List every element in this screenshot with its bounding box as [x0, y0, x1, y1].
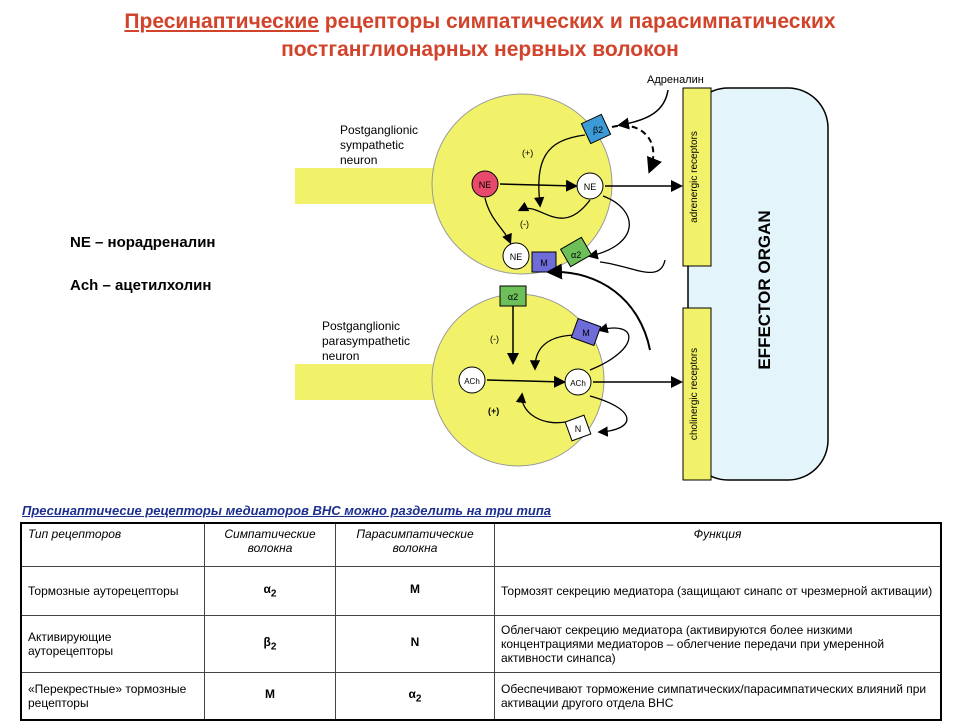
n-label: N	[575, 424, 582, 434]
para-axon	[295, 364, 455, 400]
header-type: Тип рецепторов	[20, 522, 205, 567]
row-para: M	[335, 566, 495, 616]
row-function: Тормозят секрецию медиатора (защищают си…	[494, 566, 942, 616]
n-receptor	[564, 414, 592, 442]
beta2-label: β2	[593, 125, 603, 135]
row-function: Облегчают секрецию медиатора (активируют…	[494, 615, 942, 673]
effector-label: EFFECTOR ORGAN	[755, 210, 774, 369]
row-para: α2	[335, 672, 495, 721]
adrenalin-label: Адреналин	[647, 74, 704, 86]
symp-plus: (+)	[522, 148, 533, 158]
row-symp: α2	[204, 566, 336, 616]
table-subtitle: Пресинаптичесие рецепторы медиаторов ВНС…	[22, 503, 552, 518]
row-function: Обеспечивают торможение симпатических/па…	[494, 672, 942, 721]
title-line1-rest: рецепторы симпатических и парасимпатичес…	[318, 10, 836, 33]
para-neuron-label: Postganglionic parasympathetic neuron	[322, 319, 413, 363]
m-symp-label: M	[540, 258, 548, 268]
ach-vesicle	[458, 366, 486, 394]
row-symp: M	[204, 672, 336, 721]
title-underlined: Пресинаптические	[124, 10, 319, 33]
ach-released-label: ACh	[570, 379, 586, 388]
header-para: Парасимпатические волокна	[335, 522, 495, 567]
beta2-receptor	[580, 113, 612, 145]
legend-ach: Ach – ацетилхолин	[70, 277, 212, 294]
adrenergic-receptor-bar	[682, 87, 712, 267]
adrenergic-label: adrenergic receptors	[689, 131, 700, 223]
symp-axon	[295, 168, 455, 204]
ne-vesicle-red	[471, 170, 499, 198]
ach-vesicle-label: ACh	[464, 377, 480, 386]
m-para-label: M	[582, 328, 590, 338]
para-plus: (+)	[488, 406, 499, 416]
row-type: Тормозные ауторецепторы	[20, 566, 205, 616]
symp-neuron-label: Postganglionic sympathetic neuron	[340, 123, 421, 167]
table-row: Активирующие ауторецепторы β2 N Облегчаю…	[20, 615, 942, 673]
ne-bottom	[502, 242, 530, 270]
ne-red-label: NE	[479, 180, 492, 190]
row-type: Активирующие ауторецепторы	[20, 615, 205, 673]
alpha2-receptor-symp	[559, 236, 593, 268]
effector-organ	[687, 87, 829, 481]
alpha2-symp-label: α2	[571, 250, 581, 260]
symp-minus: (-)	[520, 219, 529, 229]
m-receptor-para	[570, 317, 602, 347]
legend-ne: NE – норадреналин	[70, 234, 216, 251]
receptor-table: Тип рецепторов Симпатические волокна Пар…	[20, 522, 942, 721]
cholinergic-label: cholinergic receptors	[689, 348, 700, 440]
row-type: «Перекрестные» тормозные рецепторы	[20, 672, 205, 721]
title-line2: постганглионарных нервных волокон	[281, 38, 679, 61]
table-row: Тормозные ауторецепторы α2 M Тормозят се…	[20, 566, 942, 616]
synapse-diagram: adrenergic receptors cholinergic recepto…	[295, 74, 829, 481]
ne-bottom-label: NE	[510, 252, 523, 262]
row-symp: β2	[204, 615, 336, 673]
row-para: N	[335, 615, 495, 673]
alpha2-para-label: α2	[508, 292, 518, 302]
table-header-row: Тип рецепторов Симпатические волокна Пар…	[20, 522, 942, 567]
header-function: Функция	[494, 522, 942, 567]
page-title: Пресинаптические рецепторы симпатических…	[0, 8, 960, 64]
ne-released-label: NE	[584, 182, 597, 192]
table-row: «Перекрестные» тормозные рецепторы M α2 …	[20, 672, 942, 721]
para-minus: (-)	[490, 334, 499, 344]
header-symp: Симпатические волокна	[204, 522, 336, 567]
cholinergic-receptor-bar	[682, 307, 712, 481]
